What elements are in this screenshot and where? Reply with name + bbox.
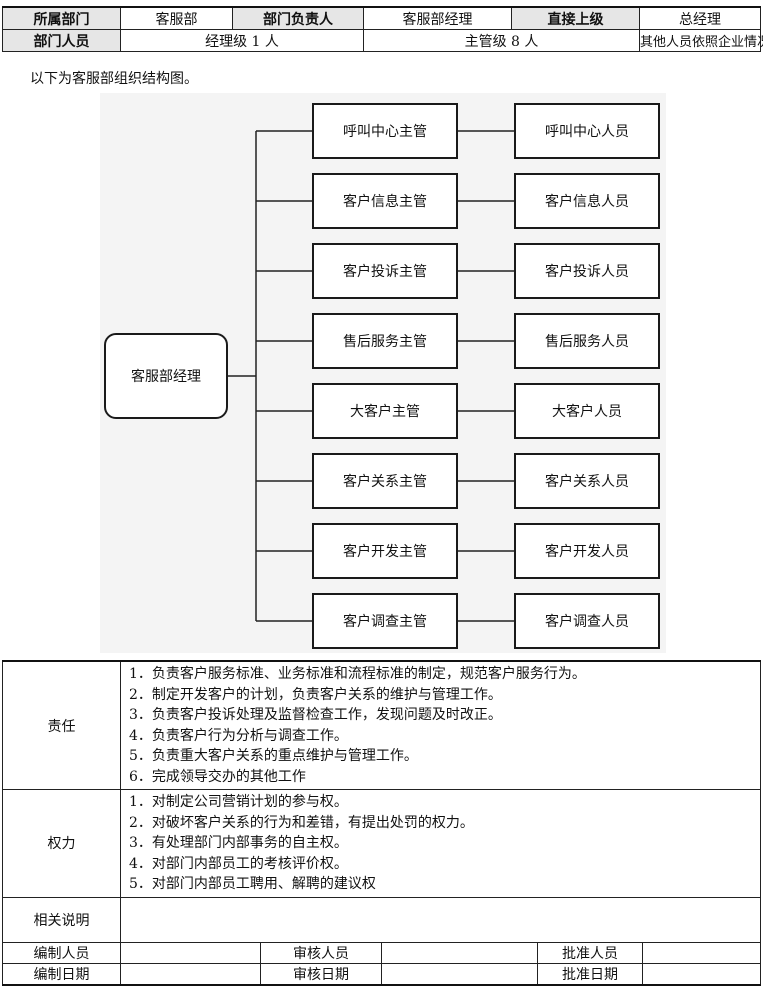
org-supervisor-box: 客户投诉主管 [312, 243, 458, 299]
authority-item: 1．对制定公司营销计划的参与权。 [129, 794, 348, 810]
responsibility-item: 3．负责客户投诉处理及监督检查工作，发现问题及时改正。 [129, 707, 502, 723]
org-supervisor-label: 客户关系主管 [343, 474, 427, 490]
reviewed-date-value [381, 962, 538, 986]
authority-item: 2．对破坏客户关系的行为和差错，有提出处罚的权力。 [129, 814, 474, 831]
org-supervisor-box: 客户开发主管 [312, 523, 458, 579]
department-info-table: 所属部门 客服部 部门负责人 客服部经理 直接上级 总经理 部门人员 经理级 1… [2, 6, 763, 52]
superior-label: 直接上级 [511, 6, 640, 30]
org-staff-label: 客户投诉人员 [545, 264, 629, 280]
intro-text: 以下为客服部组织结构图。 [30, 71, 198, 87]
superior-value: 总经理 [639, 6, 761, 30]
org-supervisor-label: 客户调查主管 [343, 614, 427, 630]
org-staff-box: 客户关系人员 [514, 453, 660, 509]
responsibility-item: 2．制定开发客户的计划，负责客户关系的维护与管理工作。 [129, 686, 502, 703]
prepared-date-label: 编制日期 [2, 962, 121, 986]
notes-value [120, 896, 761, 943]
prepared-by-value [120, 941, 261, 964]
org-supervisor-label: 呼叫中心主管 [343, 124, 427, 140]
org-chart-connectors [228, 130, 514, 622]
org-supervisor-label: 客户开发主管 [343, 544, 427, 560]
responsibility-item: 4．负责客户行为分析与调查工作。 [129, 727, 348, 744]
org-supervisor-box: 大客户主管 [312, 383, 458, 439]
responsibilities-list: 1．负责客户服务标准、业务标准和流程标准的制定，规范客户服务行为。 2．制定开发… [120, 660, 761, 790]
org-supervisor-label: 客户投诉主管 [343, 264, 427, 280]
org-chart: 客服部经理 呼叫中心主管 呼叫中心人员客户信息主管 客户信息人员客户投诉主管 客户投诉… [100, 93, 666, 653]
org-staff-label: 客户开发人员 [545, 544, 629, 560]
org-root-box: 客服部经理 [104, 333, 228, 419]
manager-level: 经理级 1 人 [120, 29, 364, 52]
dept-label: 所属部门 [2, 6, 121, 30]
responsibility-item: 1．负责客户服务标准、业务标准和流程标准的制定，规范客户服务行为。 [129, 666, 586, 682]
head-label: 部门负责人 [232, 6, 364, 30]
responsibility-item: 5．负责重大客户关系的重点维护与管理工作。 [129, 748, 418, 764]
prepared-by-label: 编制人员 [2, 941, 121, 964]
staff-label: 部门人员 [2, 29, 121, 52]
org-supervisor-box: 客户关系主管 [312, 453, 458, 509]
prepared-date-value [120, 962, 261, 986]
authority-item: 3．有处理部门内部事务的自主权。 [129, 835, 348, 851]
others-staffing: 其他人员依照企业情况编制 [639, 29, 763, 52]
org-staff-box: 客户开发人员 [514, 523, 660, 579]
authority-item: 4．对部门内部员工的考核评价权。 [129, 855, 348, 872]
duties-table: 责任 1．负责客户服务标准、业务标准和流程标准的制定，规范客户服务行为。 2．制… [2, 660, 761, 986]
head-value: 客服部经理 [363, 6, 512, 30]
approved-by-value [642, 941, 761, 964]
org-supervisor-label: 大客户主管 [350, 404, 420, 420]
org-staff-box: 大客户人员 [514, 383, 660, 439]
org-staff-box: 客户投诉人员 [514, 243, 660, 299]
org-supervisor-box: 呼叫中心主管 [312, 103, 458, 159]
responsibilities-label: 责任 [2, 660, 121, 790]
org-staff-label: 客户信息人员 [545, 194, 629, 210]
org-staff-box: 售后服务人员 [514, 313, 660, 369]
org-root-label: 客服部经理 [131, 369, 201, 385]
org-staff-box: 呼叫中心人员 [514, 103, 660, 159]
approved-by-label: 批准人员 [537, 941, 643, 964]
org-staff-box: 客户信息人员 [514, 173, 660, 229]
authority-item: 5．对部门内部员工聘用、解聘的建议权 [129, 876, 376, 892]
org-supervisor-box: 客户信息主管 [312, 173, 458, 229]
dept-value: 客服部 [120, 6, 233, 30]
org-staff-label: 大客户人员 [552, 404, 622, 420]
approved-date-value [642, 962, 761, 986]
reviewed-by-value [381, 941, 538, 964]
authority-list: 1．对制定公司营销计划的参与权。 2．对破坏客户关系的行为和差错，有提出处罚的权… [120, 789, 761, 898]
org-supervisor-label: 客户信息主管 [343, 194, 427, 210]
reviewed-date-label: 审核日期 [260, 962, 382, 986]
notes-label: 相关说明 [2, 896, 121, 943]
org-supervisor-label: 售后服务主管 [343, 334, 427, 350]
supervisor-level: 主管级 8 人 [363, 29, 640, 52]
org-staff-label: 客户调查人员 [545, 614, 629, 630]
reviewed-by-label: 审核人员 [260, 941, 382, 964]
approved-date-label: 批准日期 [537, 962, 643, 986]
org-supervisor-box: 售后服务主管 [312, 313, 458, 369]
org-supervisor-box: 客户调查主管 [312, 593, 458, 649]
org-staff-label: 客户关系人员 [545, 474, 629, 490]
org-staff-box: 客户调查人员 [514, 593, 660, 649]
responsibility-item: 6．完成领导交办的其他工作 [129, 768, 306, 785]
org-staff-label: 售后服务人员 [545, 334, 629, 350]
authority-label: 权力 [2, 789, 121, 898]
org-staff-label: 呼叫中心人员 [545, 124, 629, 140]
